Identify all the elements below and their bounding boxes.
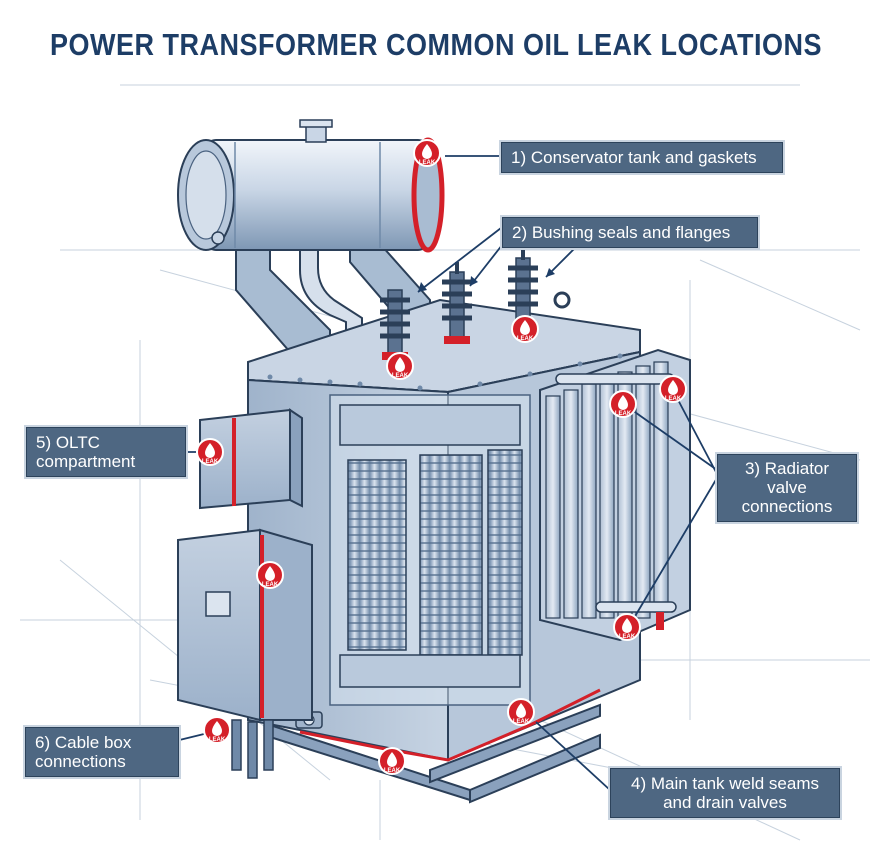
leak-marker-bushing-3: LEAK bbox=[511, 315, 539, 343]
leak-marker-label: LEAK bbox=[517, 336, 534, 342]
leak-marker-cable-box: LEAK bbox=[203, 716, 231, 744]
leak-marker-radiator-bottom: LEAK bbox=[613, 613, 641, 641]
callout-bushing: 2) Bushing seals and flanges bbox=[502, 217, 758, 248]
leak-marker-label: LEAK bbox=[209, 737, 226, 743]
leader-main-tank bbox=[535, 721, 611, 791]
callout-bushing-label: 2) Bushing seals and flanges bbox=[512, 223, 731, 242]
leak-marker-label: LEAK bbox=[419, 160, 436, 166]
coil-middle bbox=[419, 454, 483, 656]
leak-marker-label: LEAK bbox=[392, 373, 409, 379]
leak-marker-cable-box-upper: LEAK bbox=[256, 561, 284, 589]
leak-marker-label: LEAK bbox=[262, 582, 279, 588]
callout-main-tank: 4) Main tank weld seams and drain valves bbox=[610, 768, 840, 818]
leak-marker-main-tank-bottom: LEAK bbox=[378, 747, 406, 775]
bushings bbox=[380, 248, 571, 361]
leak-marker-label: LEAK bbox=[615, 411, 632, 417]
oltc-compartment bbox=[199, 408, 303, 510]
leak-marker-radiator-top: LEAK bbox=[609, 390, 637, 418]
leak-marker-label: LEAK bbox=[202, 459, 219, 465]
leak-marker-bushing-1: LEAK bbox=[386, 352, 414, 380]
conservator-tank bbox=[177, 119, 445, 253]
leader-bushing-1 bbox=[417, 227, 502, 293]
callout-main-tank-label: 4) Main tank weld seams and drain valves bbox=[630, 774, 820, 812]
leader-radiator-3 bbox=[633, 477, 718, 619]
coil-right bbox=[487, 449, 523, 656]
callout-radiator-label: 3) Radiator valve connections bbox=[741, 459, 833, 516]
leak-marker-conservator: LEAK bbox=[413, 139, 441, 167]
bushing-2 bbox=[442, 262, 472, 344]
callout-conservator: 1) Conservator tank and gaskets bbox=[501, 142, 783, 173]
leak-markers: LEAK LEAK LEAK LEAK LEAK LEAK bbox=[196, 139, 687, 775]
leak-marker-main-tank-seam: LEAK bbox=[507, 698, 535, 726]
leak-marker-radiator-right: LEAK bbox=[659, 375, 687, 403]
callout-cable-box-label: 6) Cable box connections bbox=[35, 733, 132, 771]
core-yoke bbox=[339, 404, 521, 446]
callout-conservator-label: 1) Conservator tank and gaskets bbox=[511, 148, 757, 167]
callout-radiator: 3) Radiator valve connections bbox=[717, 454, 857, 522]
leak-marker-label: LEAK bbox=[665, 396, 682, 402]
leader-radiator-1 bbox=[631, 409, 718, 471]
callout-cable-box: 6) Cable box connections bbox=[25, 727, 179, 777]
leak-marker-label: LEAK bbox=[384, 768, 401, 774]
leak-marker-label: LEAK bbox=[513, 719, 530, 725]
radiator-bank bbox=[539, 348, 691, 642]
leak-marker-oltc: LEAK bbox=[196, 438, 224, 466]
leader-radiator-2 bbox=[675, 395, 718, 475]
leader-bushing-2 bbox=[469, 239, 507, 287]
coil-left bbox=[347, 459, 407, 651]
leak-marker-label: LEAK bbox=[619, 634, 636, 640]
diagram-title: POWER TRANSFORMER COMMON OIL LEAK LOCATI… bbox=[50, 28, 822, 62]
callout-oltc: 5) OLTC compartment bbox=[26, 427, 186, 477]
callout-oltc-label: 5) OLTC compartment bbox=[36, 433, 136, 471]
bushing-3 bbox=[508, 248, 538, 321]
